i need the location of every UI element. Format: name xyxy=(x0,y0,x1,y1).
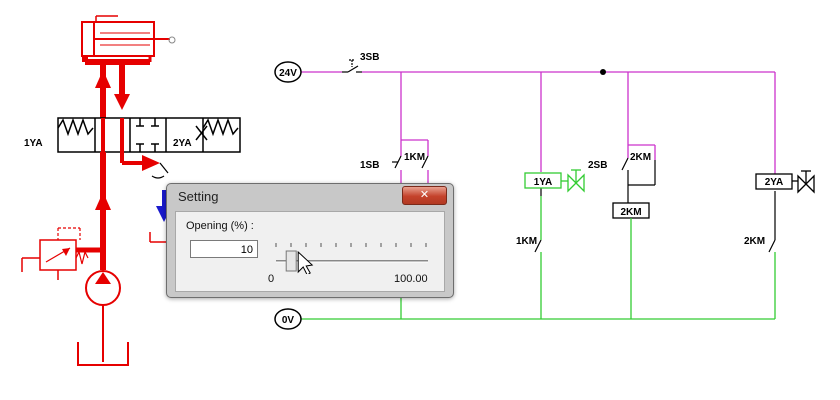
valve-1ya-label: 1YA xyxy=(24,138,43,149)
opening-slider[interactable] xyxy=(268,234,438,274)
coil-2km-label: 2KM xyxy=(620,207,641,218)
dialog-body: Opening (%) : 10 0 100.00 xyxy=(175,211,445,292)
coil-2ya-label: 2YA xyxy=(765,177,784,188)
contact-2km-b xyxy=(768,239,776,253)
tank xyxy=(77,342,129,366)
contact-1km-a-label: 1KM xyxy=(404,152,425,163)
terminal-0v xyxy=(274,308,302,330)
valve-2ya-label: 2YA xyxy=(173,138,192,149)
switch-1sb-label: 1SB xyxy=(360,160,379,171)
dialog-title: Setting xyxy=(178,189,219,204)
switch-2sb[interactable] xyxy=(621,157,629,171)
setting-dialog: Setting ✕ Opening (%) : 10 0 100.00 xyxy=(166,183,454,298)
slider-min-label: 0 xyxy=(268,273,275,285)
contact-1km-b xyxy=(534,239,542,253)
opening-input[interactable]: 10 xyxy=(190,240,258,258)
hydraulic-cylinder[interactable] xyxy=(81,15,176,57)
switch-2sb-label: 2SB xyxy=(588,160,607,171)
junction-dot xyxy=(600,69,606,75)
close-button[interactable]: ✕ xyxy=(402,186,447,205)
terminal-24v-label: 24V xyxy=(279,68,297,79)
terminal-24v xyxy=(274,61,302,83)
switch-3sb[interactable] xyxy=(342,59,362,73)
relief-valve[interactable] xyxy=(21,227,89,280)
slider-thumb[interactable] xyxy=(285,250,297,272)
solenoid-2ya-icon xyxy=(792,170,815,194)
close-icon: ✕ xyxy=(419,188,430,201)
hydraulic-pump[interactable] xyxy=(85,270,121,306)
mouse-cursor-icon xyxy=(297,250,314,274)
hydraulic-circuit xyxy=(21,15,241,366)
opening-label: Opening (%) : xyxy=(186,220,254,232)
contact-2km-a-label: 2KM xyxy=(630,152,651,163)
electrical-circuit xyxy=(274,59,815,330)
contact-2km-b-label: 2KM xyxy=(744,236,765,247)
switch-3sb-label: 3SB xyxy=(360,52,379,63)
slider-max-label: 100.00 xyxy=(394,273,428,285)
contact-1km-a xyxy=(421,155,429,169)
directional-valve[interactable] xyxy=(57,117,241,153)
contact-1km-b-label: 1KM xyxy=(516,236,537,247)
coil-1ya-label: 1YA xyxy=(534,177,553,188)
solenoid-1ya-icon xyxy=(561,169,585,193)
terminal-0v-label: 0V xyxy=(282,315,295,326)
